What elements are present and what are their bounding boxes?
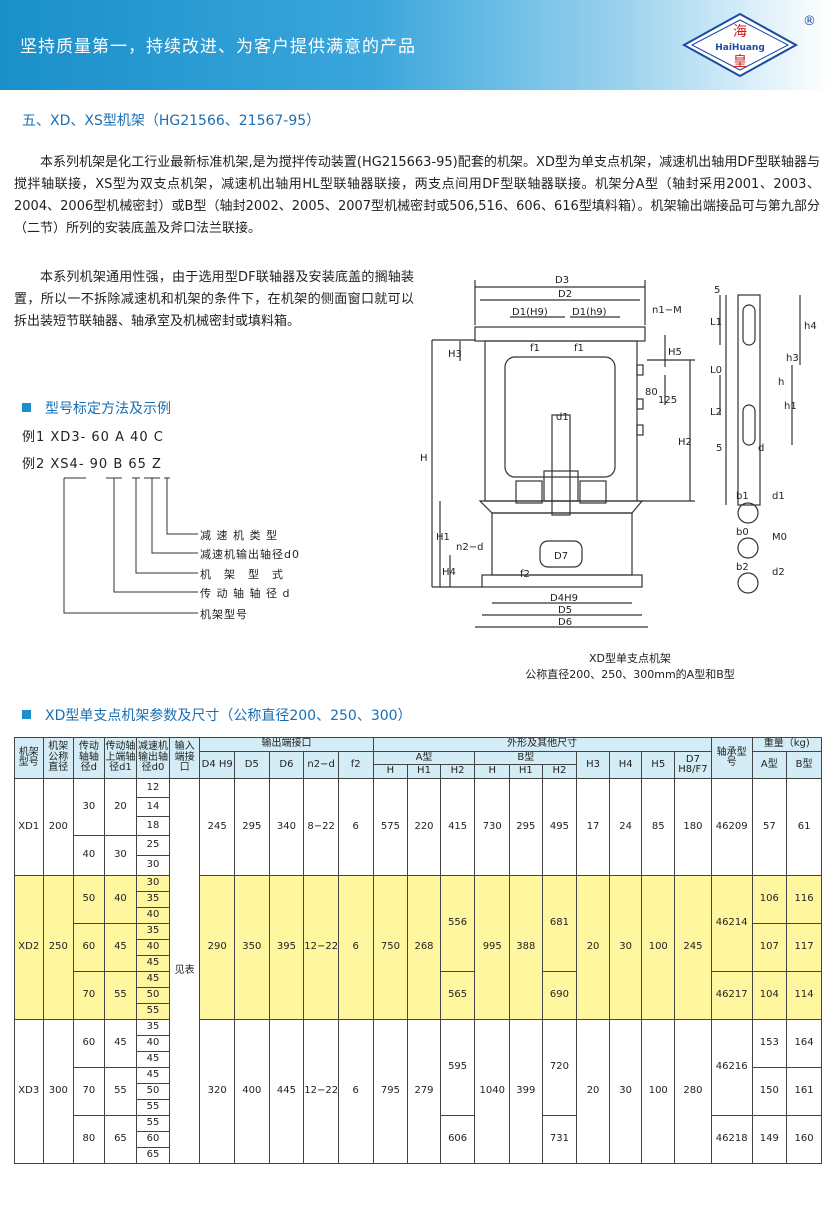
xd-spec-table: 机架型号 机架公称直径 传动轴轴径d 传动轴上端轴径d1 减速机输出轴径d0 输… xyxy=(14,737,823,1164)
col-weight-B: B型 xyxy=(786,751,822,779)
svg-text:皇: 皇 xyxy=(733,54,747,70)
col-A-H1: H1 xyxy=(407,764,441,779)
intro-paragraph-1: 本系列机架是化工行业最新标准机架,是为搅拌传动装置(HG215663-95)配套… xyxy=(14,155,820,236)
drawing-caption-1: XD型单支点机架 xyxy=(588,652,671,665)
registered-mark: ® xyxy=(803,14,816,29)
svg-text:n1−M: n1−M xyxy=(652,305,682,316)
col-bearing: 轴承型号 xyxy=(710,737,753,779)
example-1: 例1 XD3- 60 A 40 C xyxy=(22,430,164,445)
col-output: 输出端接口 xyxy=(199,737,374,752)
legend-frame-style: 机 架 型 式 xyxy=(200,568,284,581)
col-reducer-d0: 减速机输出轴径d0 xyxy=(136,737,170,779)
svg-text:n2−d: n2−d xyxy=(456,542,483,553)
svg-text:h3: h3 xyxy=(786,353,799,364)
legend-frame-model: 机架型号 xyxy=(200,608,248,621)
svg-text:D5: D5 xyxy=(558,605,572,616)
col-n2d: n2−d xyxy=(303,751,339,779)
legend-drive-shaft: 传 动 轴 轴 径 d xyxy=(200,587,291,600)
svg-text:80: 80 xyxy=(645,387,658,398)
svg-text:H3: H3 xyxy=(448,349,462,360)
svg-text:b2: b2 xyxy=(736,562,749,573)
table-title: XD型单支点机架参数及尺寸（公称直径200、250、300） xyxy=(22,705,412,725)
company-slogan: 坚持质量第一，持续改进、为客户提供满意的产品 xyxy=(20,37,416,57)
drawing-caption-2: 公称直径200、250、300mm的A型和B型 xyxy=(525,668,735,681)
col-input: 输入端接口 xyxy=(168,737,201,779)
table-row: XD1 200 30 20 12 见表 245 295 340 8−22 6 5… xyxy=(14,778,822,1164)
col-A-H: H xyxy=(372,764,409,779)
input-see-table: 见表 xyxy=(168,778,201,1164)
col-outline: 外形及其他尺寸 xyxy=(372,737,712,752)
svg-text:d: d xyxy=(758,443,764,454)
svg-text:h: h xyxy=(778,377,784,388)
col-upper-d1: 传动轴上端轴径d1 xyxy=(103,737,138,779)
svg-text:b0: b0 xyxy=(736,527,749,538)
table-row: XD3 300 60 45 35 320 400 445 12−22 6 795… xyxy=(14,1019,822,1164)
svg-text:D3: D3 xyxy=(555,275,569,286)
svg-text:b1: b1 xyxy=(736,491,749,502)
svg-text:D1(h9): D1(h9) xyxy=(572,307,607,318)
svg-text:d1: d1 xyxy=(772,491,785,502)
svg-text:L1: L1 xyxy=(710,317,722,328)
col-drive-d: 传动轴轴径d xyxy=(73,737,105,779)
col-D7: D7 H8/F7 xyxy=(674,751,712,779)
svg-text:H1: H1 xyxy=(436,532,450,543)
col-B-H: H xyxy=(474,764,511,779)
svg-text:h4: h4 xyxy=(804,321,817,332)
svg-text:HaiHuang: HaiHuang xyxy=(715,43,765,53)
svg-text:h1: h1 xyxy=(784,401,797,412)
col-nominal: 机架公称直径 xyxy=(42,737,75,779)
svg-text:f2: f2 xyxy=(520,569,530,580)
svg-text:f1: f1 xyxy=(574,343,584,354)
col-D4: D4 H9 xyxy=(199,751,236,779)
legend-reducer-shaft: 减速机输出轴径d0 xyxy=(200,548,300,561)
col-weight-A: A型 xyxy=(751,751,788,779)
svg-text:D6: D6 xyxy=(558,617,572,628)
svg-text:125: 125 xyxy=(658,395,677,406)
col-H3: H3 xyxy=(576,751,610,779)
svg-text:L0: L0 xyxy=(710,365,722,376)
col-A-H2: H2 xyxy=(439,764,476,779)
col-f2: f2 xyxy=(337,751,374,779)
col-typeB: B型 xyxy=(474,751,578,765)
square-bullet-icon xyxy=(22,403,31,412)
col-weight: 重量（kg) xyxy=(751,737,823,752)
svg-text:L2: L2 xyxy=(710,407,722,418)
svg-text:d2: d2 xyxy=(772,567,785,578)
svg-text:5: 5 xyxy=(714,285,720,296)
legend-reducer-type: 减 速 机 类 型 xyxy=(200,529,278,542)
xd-frame-drawing: D3 D2 D1(H9) D1(h9) n1−M H3 f1 f1 H5 80 … xyxy=(420,275,817,628)
svg-text:d1: d1 xyxy=(556,412,569,423)
svg-text:H: H xyxy=(420,453,428,464)
col-D6: D6 xyxy=(268,751,305,779)
svg-text:H4: H4 xyxy=(442,567,456,578)
svg-text:D2: D2 xyxy=(558,289,572,300)
section-title: 五、XD、XS型机架（HG21566、21567-95） xyxy=(22,113,321,129)
svg-text:H5: H5 xyxy=(668,347,682,358)
table-row: XD2 250 50 40 30 290 350 395 12−22 6 750… xyxy=(14,875,822,1020)
svg-text:D1(H9): D1(H9) xyxy=(512,307,548,318)
col-B-H2: H2 xyxy=(541,764,578,779)
col-H4: H4 xyxy=(608,751,643,779)
col-B-H1: H1 xyxy=(509,764,543,779)
svg-text:海: 海 xyxy=(733,24,747,40)
svg-text:f1: f1 xyxy=(530,343,540,354)
svg-text:D4H9: D4H9 xyxy=(550,593,578,604)
svg-text:5: 5 xyxy=(716,443,722,454)
col-model: 机架型号 xyxy=(14,737,44,779)
col-typeA: A型 xyxy=(372,751,476,765)
svg-text:D7: D7 xyxy=(554,551,568,562)
haihuang-logo: 海 HaiHuang 皇 xyxy=(681,12,799,78)
col-D5: D5 xyxy=(234,751,270,779)
model-notation-title: 型号标定方法及示例 xyxy=(22,398,171,418)
example-2: 例2 XS4- 90 B 65 Z xyxy=(22,457,162,472)
notation-leader-lines xyxy=(63,477,198,614)
intro-paragraph-2: 本系列机架通用性强，由于选用型DF联轴器及安装底盖的搁轴装置，所以一不拆除减速机… xyxy=(14,270,414,329)
col-H5: H5 xyxy=(641,751,676,779)
square-bullet-icon xyxy=(22,710,31,719)
svg-text:M0: M0 xyxy=(772,532,787,543)
svg-text:H2: H2 xyxy=(678,437,692,448)
